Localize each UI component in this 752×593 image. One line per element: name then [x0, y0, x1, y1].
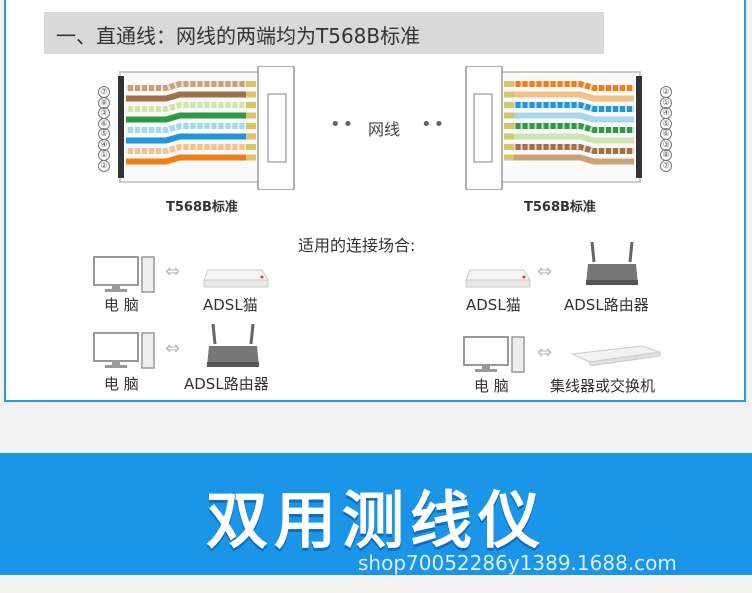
- pin-number: ⑤: [94, 128, 114, 140]
- adsl-router-icon: [586, 241, 638, 285]
- dots-right: ••: [421, 114, 447, 135]
- pin-number: ④: [656, 107, 676, 119]
- product-banner: [0, 453, 752, 575]
- cable-label: 网线: [368, 120, 401, 139]
- left-rj45-connector: [118, 66, 295, 190]
- pin-number: ①: [94, 149, 114, 161]
- pin-number: ⑦: [656, 159, 676, 172]
- computer-icon: [463, 336, 525, 373]
- adsl-modem-icon: [465, 269, 531, 288]
- pin-number: ⑤: [656, 117, 676, 130]
- device-label: ADSL猫: [203, 296, 258, 314]
- header-band: [44, 12, 604, 54]
- wire: [506, 91, 634, 102]
- device-label: ADSL路由器: [564, 296, 649, 314]
- wire: [126, 112, 254, 123]
- adsl-router-icon: [207, 323, 259, 367]
- pin-number: ⑦: [94, 86, 114, 98]
- right-rj45-connector: [465, 66, 642, 190]
- device-label: 集线器或交换机: [550, 377, 656, 395]
- wire: [126, 133, 254, 144]
- computer-icon: [93, 256, 155, 293]
- wire: [506, 112, 634, 123]
- computer-icon: [93, 332, 155, 369]
- pin-number: ④: [94, 138, 114, 151]
- left-connector-label: T568B标准: [166, 200, 238, 215]
- dots-left: ••: [330, 114, 356, 135]
- wire: [126, 91, 254, 102]
- link-arrow-icon: ⇔: [165, 261, 181, 282]
- device-label: 电 脑: [474, 377, 509, 395]
- pin-number: ②: [94, 159, 114, 172]
- device-label: 电 脑: [104, 375, 139, 393]
- right-connector-label: T568B标准: [524, 200, 596, 215]
- pin-number: ③: [656, 138, 676, 151]
- adsl-modem-icon: [203, 269, 269, 288]
- device-label: ADSL猫: [466, 296, 521, 314]
- pin-number: ⑥: [656, 128, 676, 140]
- network-switch-icon: [570, 345, 661, 366]
- link-arrow-icon: ⇔: [537, 261, 553, 282]
- page-title: 一、直通线：网线的两端均为T568B标准: [56, 24, 421, 48]
- bottom-strip: [0, 575, 752, 593]
- device-label: ADSL路由器: [184, 375, 269, 393]
- wire: [506, 154, 634, 165]
- pin-number: ③: [94, 107, 114, 119]
- pin-number: ①: [656, 96, 676, 109]
- device-label: 电 脑: [104, 296, 139, 314]
- wire: [506, 133, 634, 144]
- link-arrow-icon: ⇔: [165, 338, 181, 359]
- shop-watermark: shop70052286y1389.1688.com: [358, 551, 677, 575]
- wire: [126, 154, 254, 165]
- pin-number: ⑧: [94, 96, 114, 109]
- banner-title: 双用测线仪: [205, 484, 546, 557]
- pin-number: ②: [656, 86, 676, 98]
- pin-number: ⑥: [94, 117, 114, 130]
- usage-title: 适用的连接场合:: [298, 236, 416, 255]
- link-arrow-icon: ⇔: [537, 342, 553, 363]
- pin-number: ⑧: [656, 149, 676, 161]
